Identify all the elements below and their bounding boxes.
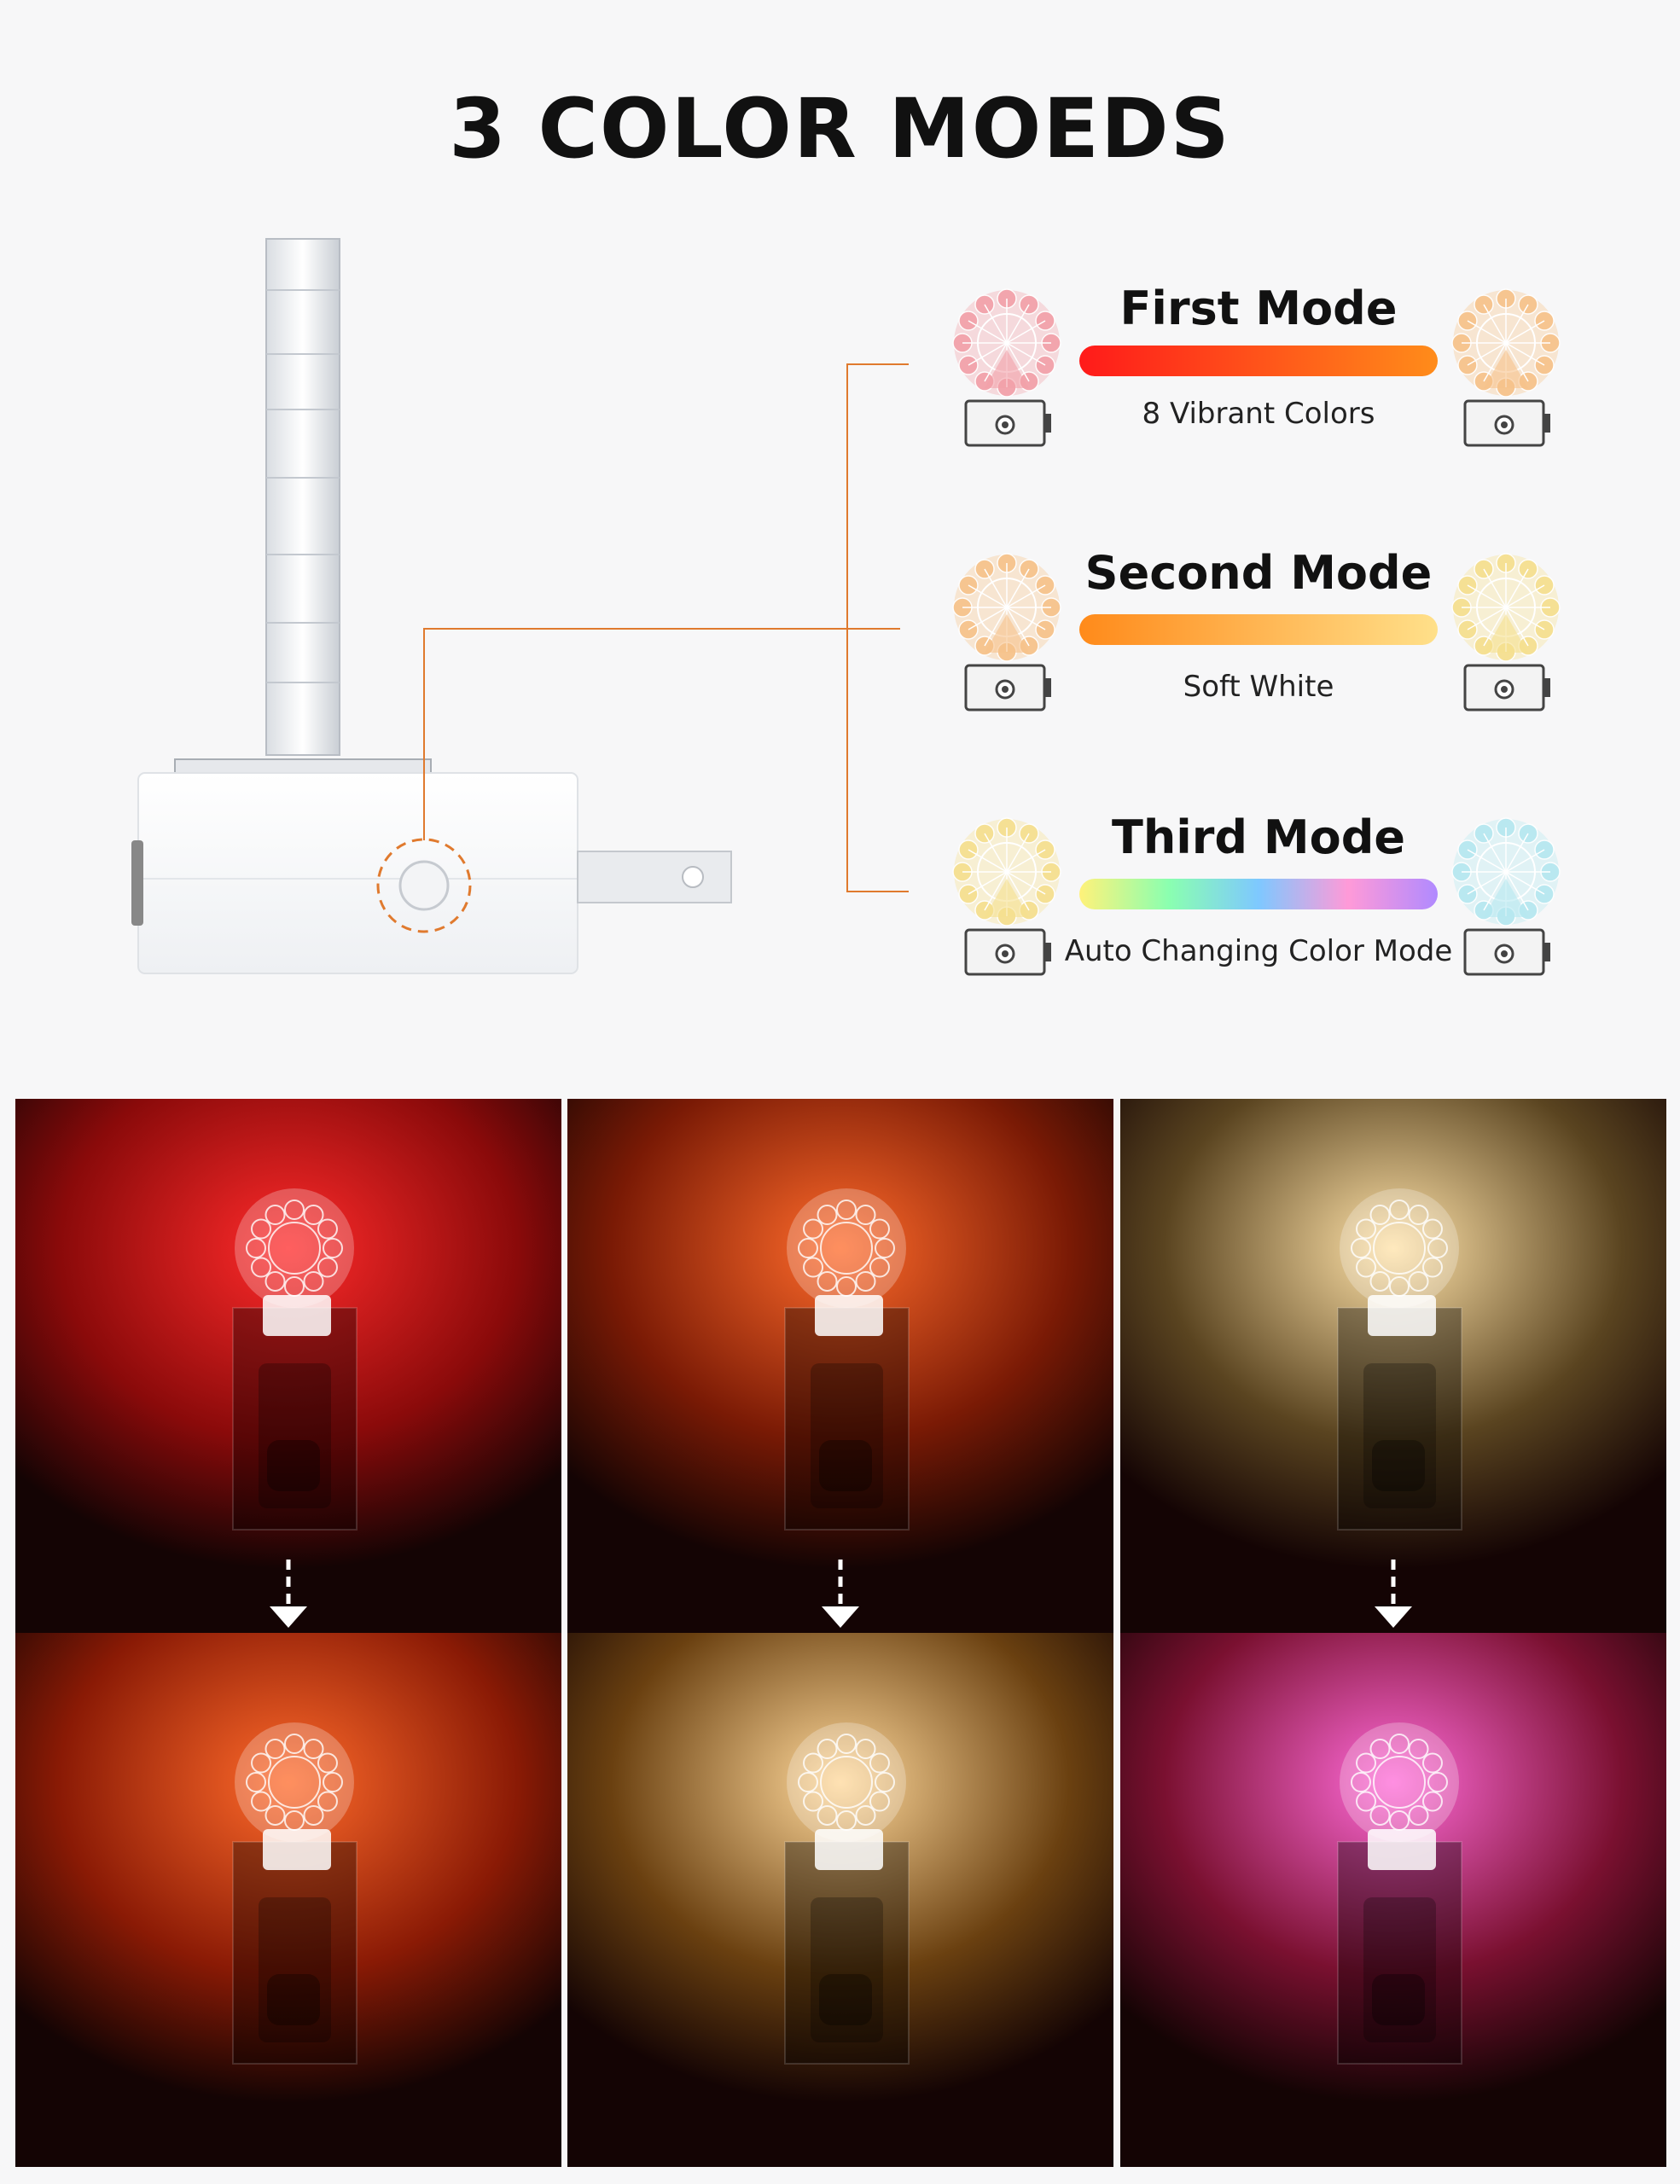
photo-top-half <box>15 1099 561 1633</box>
ferris-wheel-lamp-icon <box>947 546 1067 717</box>
mode-gradient-bar <box>1079 879 1438 909</box>
mode-first: First Mode 8 Vibrant Colors <box>947 282 1570 452</box>
ferris-wheel-lamp-icon <box>1446 810 1566 981</box>
photo-first-mode <box>15 1099 561 2167</box>
photo-top-half <box>1120 1099 1666 1633</box>
photo-second-mode <box>567 1099 1113 2167</box>
wall-outlet-night-light <box>1337 1722 1462 2065</box>
photo-bottom-half <box>15 1633 561 2167</box>
wall-outlet-night-light <box>784 1188 910 1628</box>
wall-outlet-night-light <box>784 1722 910 2065</box>
mode-title: Second Mode <box>1084 546 1433 600</box>
mode-subtitle: Auto Changing Color Mode <box>1064 934 1453 968</box>
wall-outlet-night-light <box>1337 1188 1462 1628</box>
night-light-product <box>119 230 768 998</box>
photo-bottom-half <box>1120 1633 1666 2167</box>
mode-title: Third Mode <box>1112 810 1405 864</box>
mode-third: Third Mode Auto Changing Color Mode <box>947 810 1570 981</box>
wall-outlet-night-light <box>232 1188 358 1628</box>
mode-gradient-bar <box>1079 614 1438 645</box>
ferris-wheel-lamp-icon <box>947 282 1067 452</box>
mode-second: Second Mode Soft White <box>947 546 1570 717</box>
ferris-wheel-lamp-icon <box>1446 282 1566 452</box>
page-title: 3 COLOR MOEDS <box>449 81 1231 177</box>
photo-top-half <box>567 1099 1113 1633</box>
wall-outlet-night-light <box>232 1722 358 2065</box>
mode-title: First Mode <box>1119 282 1398 335</box>
photo-third-mode <box>1120 1099 1666 2167</box>
ferris-wheel-lamp-icon <box>1446 546 1566 717</box>
mode-subtitle: 8 Vibrant Colors <box>1142 397 1375 431</box>
mode-subtitle: Soft White <box>1183 670 1334 704</box>
ferris-wheel-lamp-icon <box>947 810 1067 981</box>
photo-bottom-half <box>567 1633 1113 2167</box>
mode-gradient-bar <box>1079 346 1438 376</box>
